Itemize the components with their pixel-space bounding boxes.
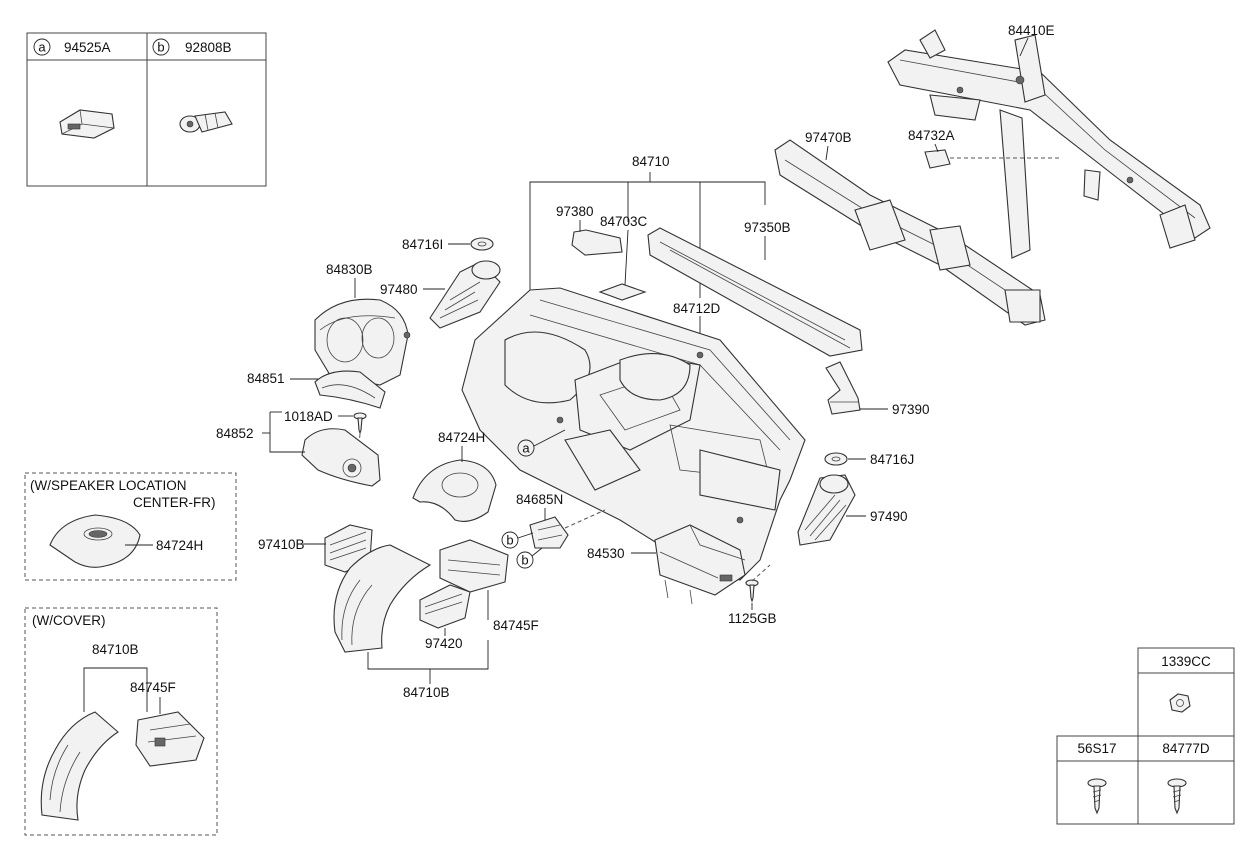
label-1018AD: 1018AD (284, 409, 333, 424)
label-84732A: 84732A (908, 128, 955, 143)
fastener-table: 1339CC 56S17 84777D (1056, 647, 1235, 825)
speaker-box-subtitle: CENTER-FR) (133, 495, 216, 510)
legend-marker-a: a (38, 40, 46, 55)
panel-84852-drawing (301, 428, 381, 487)
fastener-1339CC: 1339CC (1161, 654, 1211, 669)
label-97390: 97390 (892, 402, 930, 417)
label-1125GB: 1125GB (728, 611, 777, 626)
duct-97470B-drawing (774, 139, 1046, 326)
label-84710B: 84710B (403, 685, 450, 700)
bolt-1125GB-drawing (745, 579, 759, 603)
duct-97350B-drawing (647, 227, 863, 357)
vent-97480-drawing (429, 260, 501, 329)
label-84745F-cover: 84745F (130, 680, 176, 695)
label-97490: 97490 (870, 509, 908, 524)
label-84530: 84530 (587, 546, 625, 561)
label-97420: 97420 (425, 636, 463, 651)
clip-92808B-drawing (179, 111, 233, 133)
screw-1018AD-drawing (353, 412, 367, 435)
label-84724H-speaker: 84724H (156, 538, 203, 553)
fastener-84777D: 84777D (1162, 741, 1210, 756)
pad-84703C-drawing (598, 283, 647, 301)
cowl-crossbar-84410E-drawing (887, 29, 1211, 259)
speaker-box-title: (W/SPEAKER LOCATION (30, 478, 187, 493)
label-84724H: 84724H (438, 430, 485, 445)
fascia-84710B-drawing (333, 544, 432, 653)
bracket-97380-drawing (571, 229, 623, 256)
duct-97390-drawing (825, 361, 861, 415)
marker-b-1: b (506, 533, 513, 548)
label-84716J: 84716J (870, 452, 914, 467)
label-97380: 97380 (556, 204, 594, 219)
fastener-56S17: 56S17 (1077, 741, 1116, 756)
module-84530-drawing (654, 524, 746, 605)
label-84852: 84852 (216, 426, 254, 441)
label-84703C: 84703C (600, 214, 648, 229)
vent-97420-drawing (419, 584, 471, 629)
bracket-84732A-drawing (924, 149, 951, 169)
cap-84716J-drawing (824, 452, 848, 466)
clip-94525A-drawing (59, 109, 115, 139)
switch-84685N-drawing (529, 516, 569, 549)
label-97350B: 97350B (744, 220, 791, 235)
label-84710: 84710 (632, 154, 670, 169)
label-84410E: 84410E (1008, 23, 1055, 38)
legend-marker-b: b (157, 40, 164, 55)
label-84830B: 84830B (326, 262, 373, 277)
label-84712D: 84712D (673, 301, 721, 316)
cover-84851-drawing (314, 370, 386, 409)
vent-97490-drawing (797, 474, 856, 546)
crash-pad-main-drawing (461, 287, 806, 581)
holder-84745F-drawing (439, 539, 509, 593)
label-84851: 84851 (247, 371, 285, 386)
legend-part-92808B: 92808B (185, 40, 232, 55)
label-97410B: 97410B (258, 537, 305, 552)
label-84716I: 84716I (402, 237, 443, 252)
cluster-hood-84830B-drawing (314, 298, 411, 386)
cap-84716I-drawing (470, 237, 494, 251)
label-84685N: 84685N (516, 492, 563, 507)
marker-b-2: b (521, 553, 528, 568)
cover-box: (W/COVER) 84710B 84745F (24, 607, 218, 836)
marker-a: a (522, 441, 530, 456)
label-97480: 97480 (380, 282, 418, 297)
label-97470B: 97470B (805, 130, 852, 145)
cover-box-title: (W/COVER) (32, 613, 106, 628)
legend-box-ab: a 94525A b 92808B (26, 32, 267, 187)
speaker-location-box: (W/SPEAKER LOCATION CENTER-FR) 84724H (24, 472, 237, 581)
legend-part-94525A: 94525A (64, 40, 111, 55)
label-84745F: 84745F (493, 618, 539, 633)
garnish-84724H-drawing (412, 459, 497, 522)
label-84710B-cover: 84710B (92, 642, 139, 657)
